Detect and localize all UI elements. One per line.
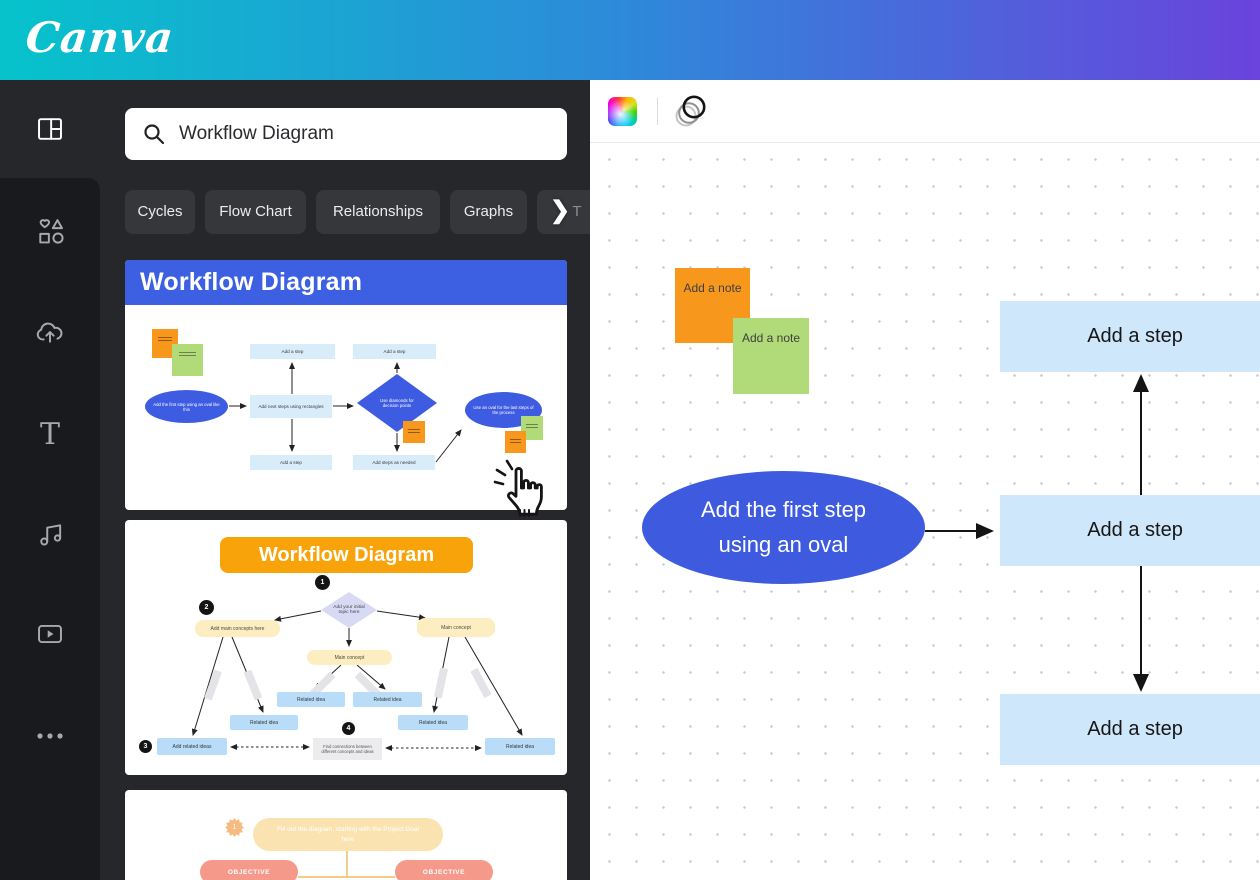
- mindmap-node: Add main concepts here: [195, 620, 280, 637]
- relationship-label: [433, 667, 449, 699]
- template-preview: Workflow Diagram 1 2 3 4 Add your initia…: [125, 520, 567, 775]
- flow-node: Add a step: [250, 344, 335, 359]
- mindmap-node: Main concept: [417, 618, 495, 637]
- mindmap-node: Related idea: [485, 738, 555, 755]
- template-title: Workflow Diagram: [220, 537, 473, 573]
- mindmap-node: Add related ideas: [157, 738, 227, 755]
- step-badge: 1: [225, 818, 244, 837]
- step-box-middle[interactable]: Add a step: [1000, 495, 1260, 566]
- elements-icon: [34, 215, 66, 252]
- sticky-note: [505, 431, 526, 453]
- mindmap-node: Related idea: [353, 692, 422, 707]
- filter-chip-flow-chart[interactable]: Flow Chart: [205, 190, 306, 234]
- search-box[interactable]: [125, 108, 567, 160]
- goal-node: Fill out the diagram, starting with the …: [253, 818, 443, 851]
- template-preview: 1 Fill out the diagram, starting with th…: [125, 790, 567, 880]
- more-icon: [34, 728, 66, 746]
- search-input[interactable]: [179, 109, 554, 159]
- template-title: Workflow Diagram: [125, 260, 567, 305]
- relationship-label: [204, 669, 222, 701]
- mindmap-node: Related idea: [277, 692, 345, 707]
- mindmap-node: Related idea: [230, 715, 298, 730]
- whiteboard-canvas[interactable]: Add a note Add a note Add the first step…: [590, 80, 1260, 880]
- sidebar-item-audio[interactable]: [0, 506, 100, 566]
- flow-node-oval: Add the first step using an oval like th…: [145, 390, 228, 423]
- rail-background: [0, 178, 100, 880]
- filter-chip-relationships[interactable]: Relationships: [316, 190, 440, 234]
- chevron-right-icon[interactable]: ❯: [550, 197, 571, 224]
- flow-node: Add a step: [353, 344, 436, 359]
- top-bar: Canva: [0, 0, 1260, 80]
- sticky-note: [172, 344, 203, 376]
- sidebar-item-videos[interactable]: [0, 606, 100, 666]
- uploads-icon: [34, 316, 66, 353]
- flow-node-diamond: Use diamonds for decision points: [357, 374, 437, 432]
- sidebar-rail: T: [0, 80, 100, 880]
- sidebar-item-more[interactable]: [0, 707, 100, 767]
- objective-node: OBJECTIVE: [395, 860, 493, 880]
- text-icon: T: [39, 416, 60, 452]
- sticky-note: [521, 416, 543, 440]
- flow-node: Add steps as needed: [353, 455, 435, 470]
- canva-logo[interactable]: Canva: [23, 13, 177, 62]
- sticky-note: [403, 421, 425, 443]
- filter-chip-graphs[interactable]: Graphs: [450, 190, 527, 234]
- oval-text-line2: using an oval: [718, 531, 849, 557]
- objective-node: OBJECTIVE: [200, 860, 298, 880]
- filter-chip-overflow[interactable]: T: [537, 190, 590, 234]
- template-card-workflow-orange[interactable]: Workflow Diagram 1 2 3 4 Add your initia…: [125, 520, 567, 775]
- step-box-top[interactable]: Add a step: [1000, 301, 1260, 372]
- dot-grid-board[interactable]: Add a note Add a note Add the first step…: [590, 144, 1260, 880]
- mindmap-note: Find connections between different conce…: [313, 738, 382, 760]
- template-preview: Add a step Add a step Add the first step…: [125, 305, 567, 510]
- audio-icon: [35, 519, 65, 554]
- sidebar-item-text[interactable]: T: [0, 404, 100, 464]
- flow-node: Add next steps using rectangles: [250, 395, 332, 418]
- mindmap-node: Related idea: [398, 715, 468, 730]
- canvas-toolbar: [590, 80, 1260, 143]
- toolbar-divider: [657, 98, 658, 125]
- step-box-bottom[interactable]: Add a step: [1000, 694, 1260, 765]
- start-oval-shape[interactable]: Add the first step using an oval: [642, 471, 925, 584]
- sticky-note-green[interactable]: Add a note: [733, 318, 809, 394]
- relationship-label: [470, 667, 492, 699]
- step-number: 4: [342, 722, 355, 735]
- videos-icon: [35, 619, 65, 654]
- color-picker-icon[interactable]: [608, 97, 637, 126]
- sidebar-item-templates[interactable]: [0, 101, 100, 161]
- mindmap-node-diamond: Add your initial topic here: [321, 592, 377, 628]
- oval-text-line1: Add the first step: [700, 497, 867, 523]
- sticky-note: [152, 329, 178, 358]
- templates-icon: [35, 114, 65, 149]
- sidebar-item-uploads[interactable]: [0, 304, 100, 364]
- template-card-project-goal[interactable]: 1 Fill out the diagram, starting with th…: [125, 790, 567, 880]
- step-number: 1: [315, 575, 330, 590]
- relationship-label: [243, 669, 263, 701]
- transparency-icon[interactable]: [672, 93, 710, 134]
- sidebar-item-elements[interactable]: [0, 203, 100, 263]
- template-card-workflow-blue[interactable]: Workflow Diagram Add a step Add a step A…: [125, 260, 567, 510]
- templates-panel: Cycles Flow Chart Relationships Graphs T…: [100, 80, 590, 880]
- step-number: 2: [199, 600, 214, 615]
- flow-node: Add a step: [250, 455, 332, 470]
- step-number: 3: [139, 740, 152, 753]
- filter-chip-cycles[interactable]: Cycles: [125, 190, 195, 234]
- mindmap-node: Main concept: [307, 650, 392, 665]
